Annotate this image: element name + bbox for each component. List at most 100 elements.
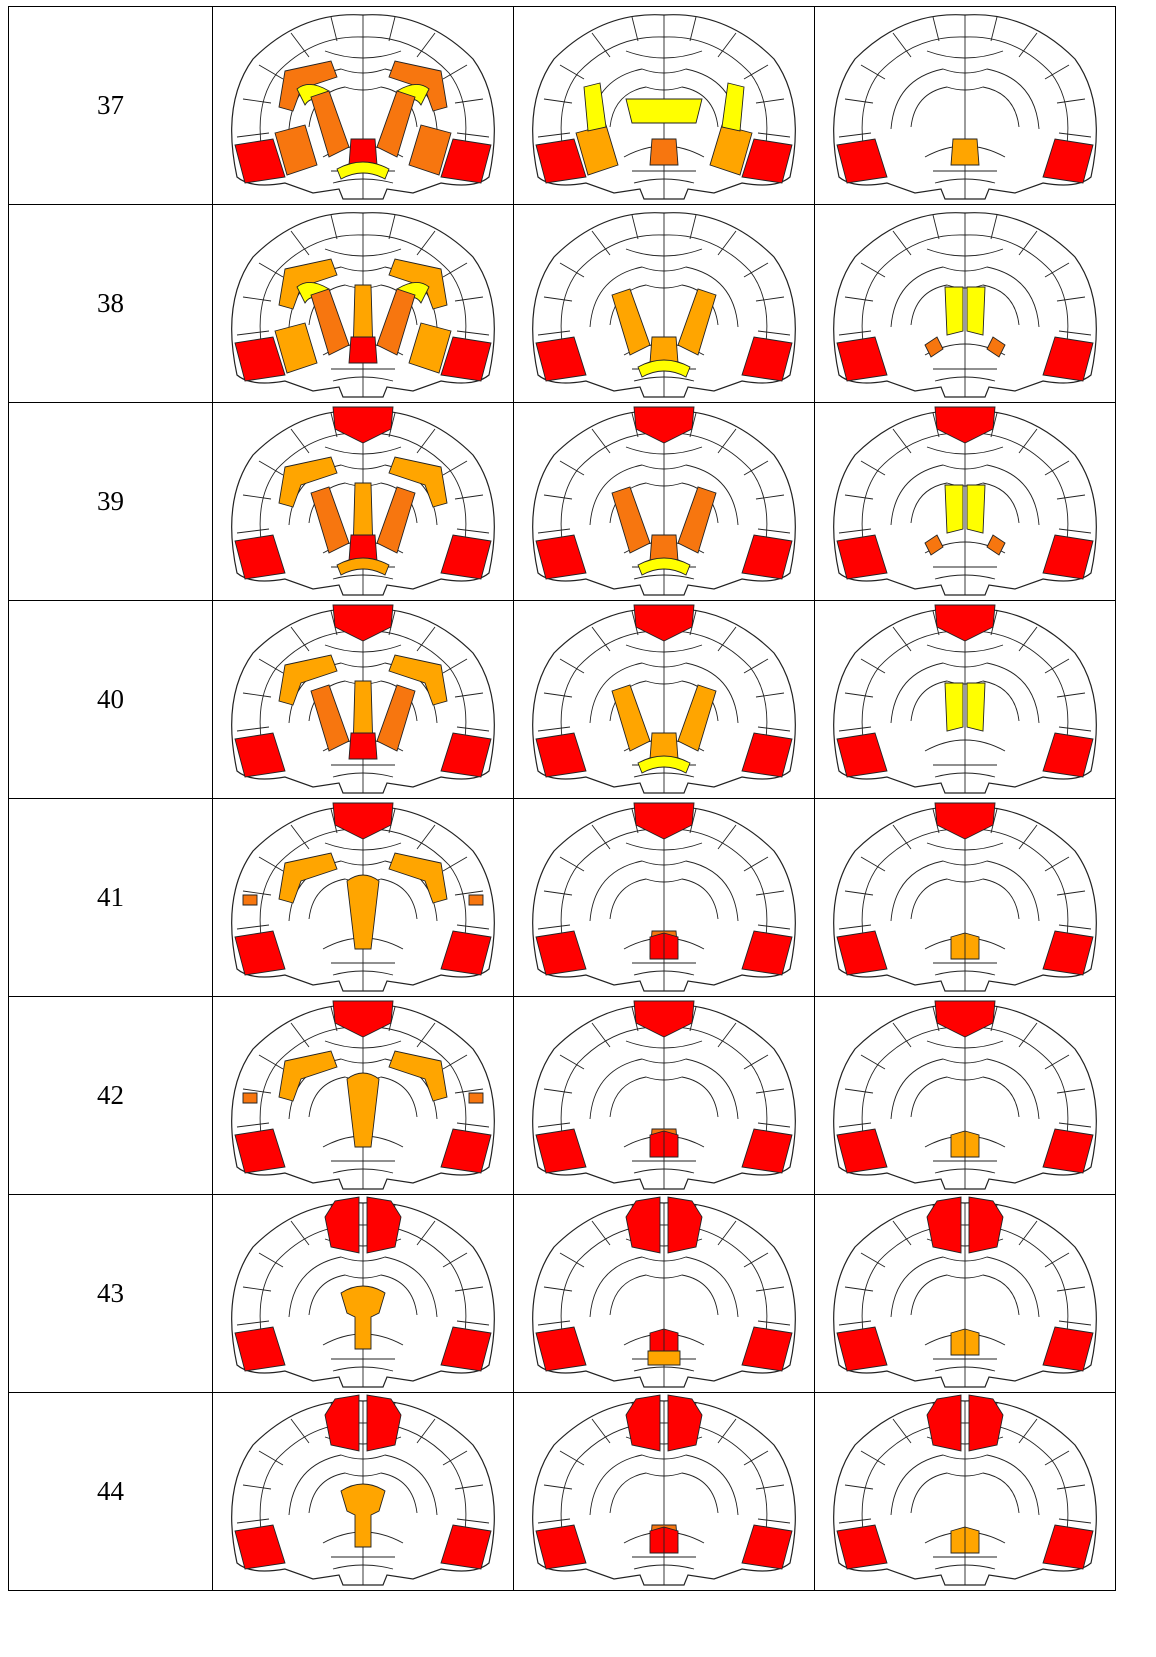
region-ventral-pair <box>950 1328 980 1356</box>
cortex-segment-lines <box>838 16 1092 138</box>
region-midline-core <box>348 138 378 166</box>
cortex-segment-lines <box>537 808 791 930</box>
region-midline-core <box>950 138 980 166</box>
region-medial-band-right <box>677 486 717 554</box>
brain-section-cell-2 <box>513 204 815 403</box>
region-medial-band-left <box>611 486 651 554</box>
table-row: 39 <box>8 402 1116 601</box>
cortex-segment-lines <box>236 1006 490 1128</box>
table-row: 40 <box>8 600 1116 799</box>
cortex-segment-lines <box>537 16 791 138</box>
region-ventral-cortex-left <box>535 1524 587 1570</box>
region-central-wedge <box>346 1072 380 1148</box>
region-ventral-cortex-left <box>535 138 587 184</box>
region-ventral-cortex-right <box>741 1524 793 1570</box>
region-dorsal-arc-right <box>388 852 448 904</box>
region-dorsal-arc-left <box>278 456 338 508</box>
region-ventral-cortex-right <box>1042 1326 1094 1372</box>
region-dorsal-cap <box>934 1000 996 1038</box>
cortex-segment-lines <box>838 412 1092 534</box>
region-central-pair <box>944 286 986 336</box>
region-ventral-pair <box>950 932 980 960</box>
section-number-cell: 38 <box>8 204 213 403</box>
coronal-brain-section <box>231 212 495 398</box>
region-ventral-cortex-left <box>234 1128 286 1174</box>
region-medial-band-left <box>310 288 350 356</box>
region-ventral-cortex-left <box>234 1524 286 1570</box>
region-dorsal-cap <box>934 802 996 840</box>
section-number-cell: 44 <box>8 1392 213 1591</box>
coronal-brain-section <box>532 14 796 200</box>
region-dorsal-arc-left <box>278 654 338 706</box>
region-ventral-cortex-right <box>741 1128 793 1174</box>
region-ventral-pair <box>950 1526 980 1554</box>
region-dorsal-cap <box>332 406 394 444</box>
table-row: 43 <box>8 1194 1116 1393</box>
cortex-segment-lines <box>838 1006 1092 1128</box>
region-ventral-cortex-right <box>440 138 492 184</box>
brain-section-cell-2 <box>513 6 815 205</box>
region-ventral-cortex-left <box>535 336 587 382</box>
brain-section-cell-2 <box>513 996 815 1195</box>
cortex-segment-lines <box>236 214 490 336</box>
coronal-brain-section <box>231 406 495 596</box>
coronal-brain-section <box>231 604 495 794</box>
brain-section-cell-2 <box>513 600 815 799</box>
region-dorsal-wings <box>926 1394 1004 1452</box>
region-medial-band-right <box>376 288 416 356</box>
region-dorsal-wings <box>926 1196 1004 1254</box>
coronal-brain-section <box>231 1196 495 1388</box>
region-dorsal-arc-right <box>388 654 448 706</box>
brain-section-cell-3 <box>814 1392 1116 1591</box>
brain-section-cell-1 <box>212 1392 514 1591</box>
region-ventral-cortex-right <box>440 930 492 976</box>
region-dorsal-cap <box>633 604 695 642</box>
region-ventral-cortex-right <box>1042 1128 1094 1174</box>
region-ventral-cortex-left <box>836 336 888 382</box>
brain-section-cell-3 <box>814 402 1116 601</box>
brain-section-cell-3 <box>814 6 1116 205</box>
region-ventral-cortex-left <box>234 138 286 184</box>
region-dorsal-cap <box>934 604 996 642</box>
table-row: 44 <box>8 1392 1116 1591</box>
region-dorsal-arc-right <box>388 456 448 508</box>
coronal-brain-section <box>231 14 495 200</box>
coronal-brain-section <box>833 802 1097 992</box>
cortex-segment-lines <box>838 610 1092 732</box>
brain-section-cell-1 <box>212 204 514 403</box>
region-ventral-cortex-left <box>535 732 587 778</box>
region-midline-core <box>348 336 378 364</box>
region-medial-band-left <box>310 684 350 752</box>
coronal-brain-section <box>532 604 796 794</box>
region-central-band <box>625 98 703 124</box>
brain-section-cell-3 <box>814 600 1116 799</box>
region-lateral-band-left <box>583 82 607 132</box>
region-dorsal-cap <box>633 406 695 444</box>
ventral-structure-lines <box>924 739 1006 778</box>
region-dorsal-cap <box>332 1000 394 1038</box>
region-dorsal-arc-left <box>278 852 338 904</box>
region-ventral-cortex-left <box>836 1524 888 1570</box>
region-ventral-strip-right <box>986 534 1006 556</box>
region-ventral-cortex-left <box>836 1128 888 1174</box>
region-medial-band-right <box>376 90 416 158</box>
region-dorsal-cap <box>934 406 996 444</box>
region-ventral-cortex-left <box>836 138 888 184</box>
section-number: 40 <box>97 684 124 714</box>
cortex-segment-lines <box>537 1006 791 1128</box>
brain-section-cell-1 <box>212 600 514 799</box>
region-ventral-cortex-left <box>234 930 286 976</box>
region-ventral-arc <box>637 557 691 576</box>
section-number: 38 <box>97 288 124 318</box>
region-dorsal-wings <box>625 1196 703 1254</box>
section-number: 44 <box>97 1476 124 1506</box>
region-ventral-cortex-left <box>535 930 587 976</box>
cortex-segment-lines <box>236 808 490 930</box>
region-midline-core <box>649 336 679 364</box>
region-midline-core <box>649 534 679 562</box>
region-lateral-spot-right <box>468 1092 484 1104</box>
region-ventral-cortex-left <box>535 1128 587 1174</box>
region-dorsal-arc-left <box>278 1050 338 1102</box>
